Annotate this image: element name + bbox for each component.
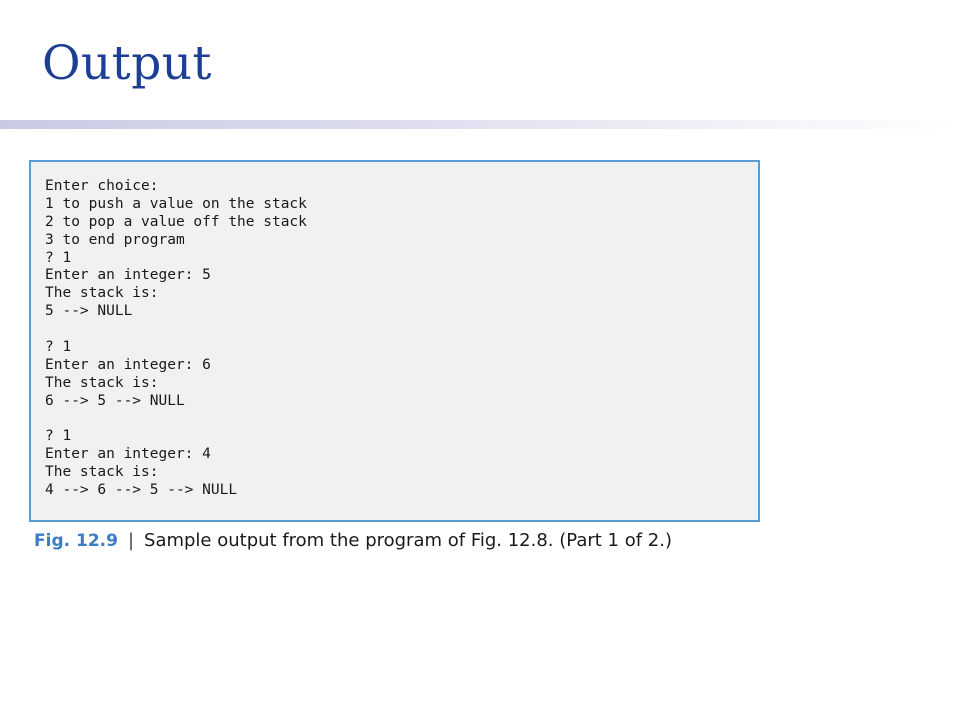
output-line: The stack is: (45, 464, 159, 481)
output-line: The stack is: (45, 285, 159, 302)
output-line: 6 --> 5 --> NULL (45, 392, 185, 409)
output-line: The stack is: (45, 374, 159, 391)
output-line: 2 to pop a value off the stack (45, 213, 307, 230)
output-line: Enter an integer: 4 (45, 446, 211, 463)
program-output-box: Enter choice:1 to push a value on the st… (29, 160, 760, 522)
output-line: ? 1 (45, 339, 72, 356)
output-line (45, 411, 758, 429)
caption-text: Sample output from the program of Fig. 1… (144, 530, 672, 551)
output-line (45, 321, 758, 339)
output-line: 4 --> 6 --> 5 --> NULL (45, 482, 238, 499)
program-output-lines: Enter choice:1 to push a value on the st… (31, 162, 758, 500)
caption-separator: | (127, 530, 135, 551)
output-line: 5 --> NULL (45, 303, 133, 320)
output-line: ? 1 (45, 428, 72, 445)
output-line: Enter an integer: 6 (45, 356, 211, 373)
title-divider (0, 120, 960, 129)
output-line: ? 1 (45, 249, 72, 266)
figure-caption: Fig. 12.9 | Sample output from the program… (34, 528, 672, 554)
slide-title: Output (42, 36, 212, 91)
output-line: Enter an integer: 5 (45, 267, 211, 284)
output-line: Enter choice: (45, 178, 159, 194)
output-line: 1 to push a value on the stack (45, 195, 307, 212)
output-line: 3 to end program (45, 231, 185, 248)
figure-label: Fig. 12.9 (34, 531, 118, 551)
